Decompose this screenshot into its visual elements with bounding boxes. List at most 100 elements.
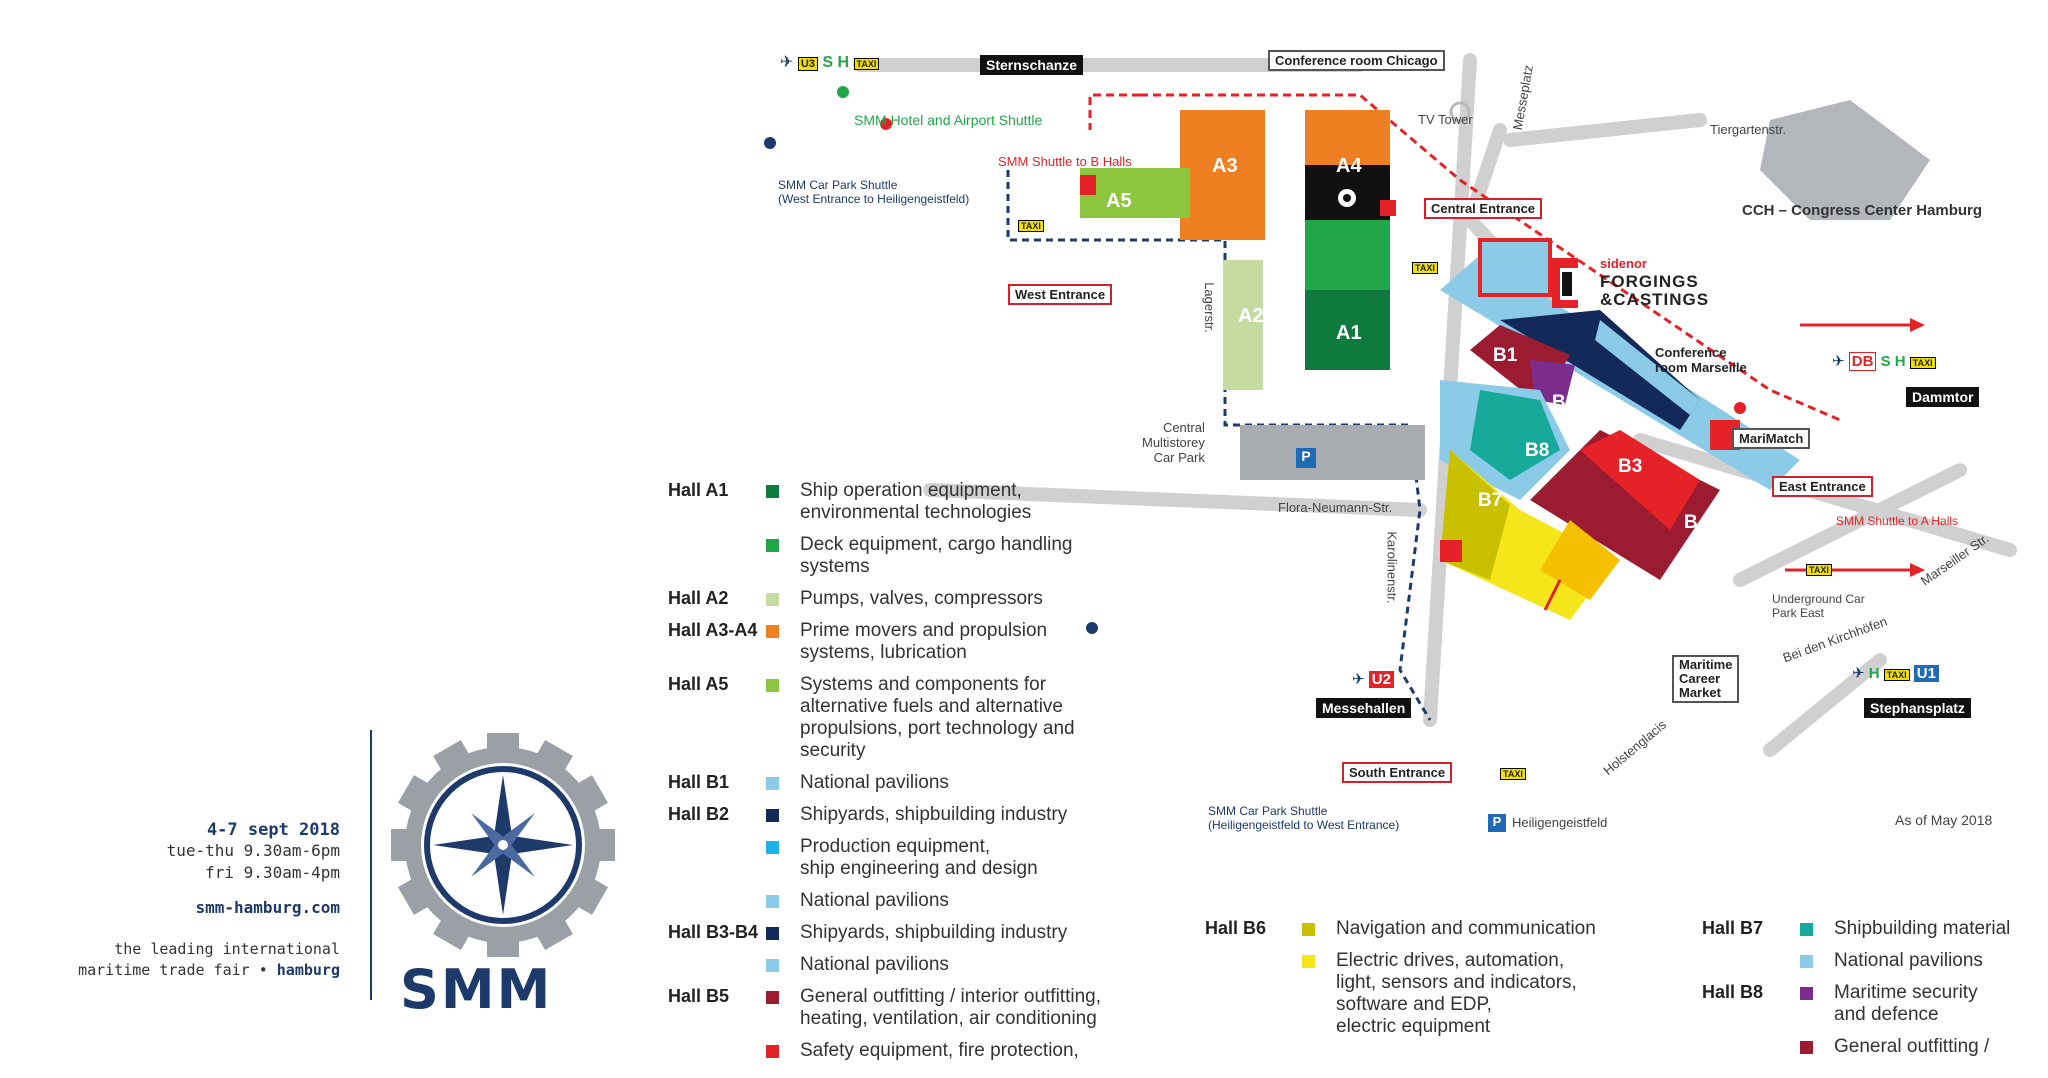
hall-a2-shape [1223, 260, 1263, 390]
legend-color-swatch [766, 927, 779, 940]
conference-marseille-label: Conference room Marseille [1650, 344, 1752, 376]
event-dates: 4-7 sept 2018 [206, 820, 340, 840]
legend-color-swatch [1302, 955, 1315, 968]
legend-color-swatch [766, 1045, 779, 1058]
smm-gear-logo-icon [391, 733, 615, 957]
legend-hall-label: Hall B7 [1702, 918, 1764, 938]
sponsor-line1: FORGINGS [1600, 272, 1699, 291]
shuttle-a-label: SMM Shuttle to A Halls [1836, 514, 1959, 528]
hall-b5-label: B5 [1600, 586, 1625, 607]
heiligengeistfeld-label: Heiligengeistfeld [1512, 815, 1608, 830]
transit-icons-messehallen: ✈ U2 [1352, 670, 1394, 688]
legend-color-swatch [766, 959, 779, 972]
legend-hall-label: Hall A2 [668, 588, 729, 608]
legend-item-line: National pavilions [800, 890, 949, 911]
taxi-west-badge: TAXI [1018, 220, 1044, 232]
legend-item-text: Navigation and communication [1336, 918, 1596, 940]
legend-hall-label: Hall B2 [668, 804, 730, 824]
legend-item-line: Pumps, valves, compressors [800, 588, 1043, 609]
legend-item-text: Pumps, valves, compressors [800, 588, 1043, 610]
hall-a3-shape [1180, 110, 1265, 240]
legend-item-text: Safety equipment, fire protection, [800, 1040, 1079, 1062]
legend-item-line: Shipbuilding material [1834, 918, 2011, 939]
legend-item-line: Production equipment, [800, 836, 991, 857]
website-link[interactable]: smm-hamburg.com [195, 898, 341, 917]
event-info: 4-7 sept 2018 tue-thu 9.30am-6pm fri 9.3… [30, 820, 340, 981]
legend-item-text: Electric drives, automation,light, senso… [1336, 950, 1577, 1038]
hours-friday: fri 9.30am-4pm [205, 863, 340, 882]
maritime-line2: Career [1679, 671, 1721, 686]
legend-hall-label: Hall B1 [668, 772, 730, 792]
legend-item-text: Ship operation equipment,environmental t… [800, 480, 1031, 524]
s-bahn-icon: S [822, 54, 834, 71]
smm-brand-name: SMM [400, 958, 553, 1021]
legend-color-swatch [766, 991, 779, 1004]
airplane-icon: ✈ [1832, 353, 1845, 370]
legend-color-swatch [766, 777, 779, 790]
legend-item-line: Shipyards, shipbuilding industry [800, 922, 1068, 943]
maritime-career-market-label: Maritime Career Market [1672, 655, 1740, 703]
legend-item-line: General outfitting / interior outfitting… [800, 986, 1101, 1007]
hall-b1-shape [1478, 238, 1552, 297]
legend-item-line: and defence [1834, 1004, 1939, 1025]
taxi-badge: TAXI [1883, 669, 1910, 681]
car-park-shuttle-south-sub: (Heiligengeistfeld to West Entrance) [1208, 818, 1400, 832]
karolinenstr-label: Karolinenstr. [1384, 531, 1400, 604]
legend-hall-label: Hall B8 [1702, 982, 1764, 1002]
car-park-shuttle-west-label: SMM Car Park Shuttle [778, 178, 898, 192]
legend-color-swatch [1800, 923, 1813, 936]
legend-item-line: Shipyards, shipbuilding industry [800, 804, 1068, 825]
hall-b1-label: B1 [1493, 345, 1518, 366]
taxi-central-badge: TAXI [1412, 262, 1438, 274]
flora-neumann-label: Flora-Neumann-Str. [1278, 500, 1393, 515]
car-park-shuttle-west-sub: (West Entrance to Heiligengeistfeld) [778, 192, 970, 206]
airplane-icon: ✈ [1852, 665, 1865, 682]
legend-item-text: National pavilions [1834, 950, 1983, 972]
shuttle-b-label: SMM Shuttle to B Halls [998, 154, 1132, 169]
tagline-text: maritime trade fair [78, 961, 250, 979]
west-entrance-label: West Entrance [1008, 284, 1113, 305]
legend-item-line: Systems and components for [800, 674, 1047, 695]
as-of-label: As of May 2018 [1895, 812, 1993, 828]
legend-item-line: Deck equipment, cargo handling [800, 534, 1073, 555]
legend-item-line: National pavilions [1834, 950, 1983, 971]
legend-color-swatch [1302, 923, 1315, 936]
legend-item-line: systems, lubrication [800, 642, 967, 663]
hall-a5-label: A5 [1106, 190, 1132, 212]
airplane-icon: ✈ [1352, 671, 1365, 688]
legend-item-line: environmental technologies [800, 502, 1032, 523]
car-park-shuttle-stop-w-icon [764, 137, 776, 149]
underground-line2: Park East [1772, 606, 1825, 620]
hall-a4-label: A4 [1336, 155, 1362, 177]
conference-marseille-line2: room Marseille [1655, 360, 1747, 375]
bus-stop-icon: H [1868, 665, 1880, 682]
legend-item-line: General outfitting / [1834, 1036, 1990, 1057]
airplane-icon: ✈ [780, 54, 794, 71]
car-park-shuttle-south-label: SMM Car Park Shuttle [1208, 804, 1328, 818]
tagline: the leading international maritime trade… [30, 939, 340, 981]
legend-item-line: Electric drives, automation, [1336, 950, 1565, 971]
conference-marseille-line1: Conference [1655, 345, 1727, 360]
central-car-park-shape [1240, 425, 1425, 480]
maritime-line1: Maritime [1679, 657, 1733, 672]
legend-color-swatch [766, 895, 779, 908]
car-park-line2: Multistorey [1142, 435, 1205, 450]
legend-item-text: Shipyards, shipbuilding industry [800, 922, 1067, 944]
sponsor-top: sidenor [1600, 256, 1647, 271]
legend-item-line: security [800, 740, 866, 761]
legend-item-line: ship engineering and design [800, 858, 1038, 879]
hall-b8-label: B8 [1525, 440, 1550, 461]
hall-b6-label: B6 [1495, 665, 1520, 686]
legend-color-swatch [766, 841, 779, 854]
legend-hall-label: Hall A3-A4 [668, 620, 758, 640]
hotel-shuttle-label: SMM Hotel and Airport Shuttle [854, 112, 1043, 128]
hall-a1-label: A1 [1336, 322, 1362, 344]
tagline-line1: the leading international [114, 940, 340, 958]
legend-item-line: propulsions, port technology and [800, 718, 1075, 739]
legend-item-text: National pavilions [800, 954, 949, 976]
hotel-shuttle-stop-icon [837, 86, 849, 98]
legend-item-text: Shipbuilding material [1834, 918, 2010, 940]
legend-color-swatch [1800, 1041, 1813, 1054]
legend-color-swatch [766, 679, 779, 692]
